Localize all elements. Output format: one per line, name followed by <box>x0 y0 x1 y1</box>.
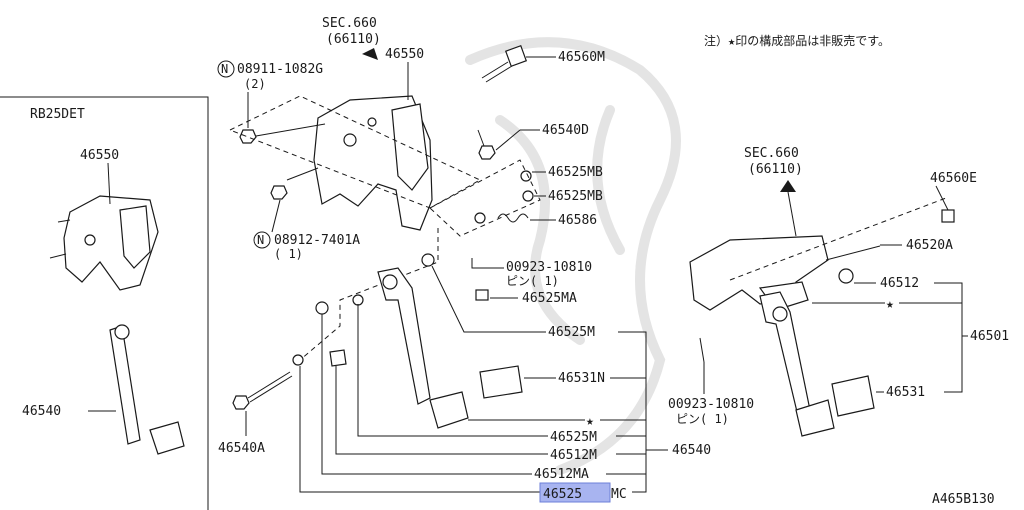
label-46525MB-1: 46525MB <box>548 165 603 180</box>
sec-arrow-up <box>362 48 378 60</box>
label-46525MA: 46525MA <box>522 291 577 306</box>
label-46525M-1: 46525M <box>548 325 595 340</box>
sec-660-sub-label: (66110) <box>326 32 381 47</box>
bolt-08911 <box>239 123 326 144</box>
engine-label: RB25DET <box>30 107 85 122</box>
figure-code: A465B130 <box>932 492 995 507</box>
label-pin-right-qty: ピン( 1) <box>676 412 729 426</box>
label-46550: 46550 <box>385 47 424 62</box>
inset-border <box>0 96 209 510</box>
n-mark-icon-2 <box>253 231 271 249</box>
label-46512MA: 46512MA <box>534 467 589 482</box>
label-46540A: 46540A <box>218 441 265 456</box>
note-text: 注）★印の構成部品は非販売です。 <box>704 33 890 48</box>
inset-label-46550: 46550 <box>80 148 119 163</box>
sec-arrow-up-right <box>780 180 796 192</box>
nut-08912 <box>270 167 319 200</box>
label-46586: 46586 <box>558 213 597 228</box>
label-46512: 46512 <box>880 276 919 291</box>
highlight-box <box>539 482 611 503</box>
inset-label-46540: 46540 <box>22 404 61 419</box>
pedal-arm-46540 <box>377 267 469 429</box>
bracket-46550 <box>313 95 433 231</box>
label-46540: 46540 <box>672 443 711 458</box>
label-46560M: 46560M <box>558 50 605 65</box>
label-46501: 46501 <box>970 329 1009 344</box>
label-pin-right: 00923-10810 <box>668 397 754 412</box>
watermark-logo <box>465 37 681 475</box>
sec-660-right-label: SEC.660 <box>744 146 799 161</box>
clip-parts <box>474 170 534 224</box>
inset-bracket-46550 <box>49 195 159 291</box>
label-46520A: 46520A <box>906 238 953 253</box>
inset-pedal-46540 <box>109 324 185 455</box>
svg-text:N: N <box>221 62 228 76</box>
svg-text:N: N <box>257 233 264 247</box>
star-mark-mid: ★ <box>586 414 594 429</box>
label-pin-mid: 00923-10810 <box>506 260 592 275</box>
label-46525MB-2: 46525MB <box>548 189 603 204</box>
label-46560E: 46560E <box>930 171 977 186</box>
label-46525M-2: 46525M <box>550 430 597 445</box>
label-46540D: 46540D <box>542 123 589 138</box>
label-46531N: 46531N <box>558 371 605 386</box>
label-08912: 08912-7401A <box>274 233 360 248</box>
bolt-46560M <box>481 44 528 83</box>
pedal-arm-46531 <box>759 209 955 437</box>
sec-660-right-sub-label: (66110) <box>748 162 803 177</box>
label-46531: 46531 <box>886 385 925 400</box>
label-46512M: 46512M <box>550 448 597 463</box>
label-08911-qty: (2) <box>244 77 266 91</box>
label-08911: 08911-1082G <box>237 62 323 77</box>
n-mark-icon <box>217 60 235 78</box>
small-parts-mid <box>292 253 523 399</box>
label-pin-mid-qty: ピン( 1) <box>506 274 559 288</box>
sec-660-label: SEC.660 <box>322 16 377 31</box>
star-mark-right: ★ <box>886 297 894 312</box>
label-08912-qty: ( 1) <box>274 247 303 261</box>
label-46525MC-highlight: 46525 <box>543 487 582 502</box>
label-46525MC-rest: MC <box>611 487 627 502</box>
bracket-46501 <box>689 235 829 311</box>
bolt-46540D <box>477 129 496 160</box>
bolt-46540A <box>232 371 293 410</box>
